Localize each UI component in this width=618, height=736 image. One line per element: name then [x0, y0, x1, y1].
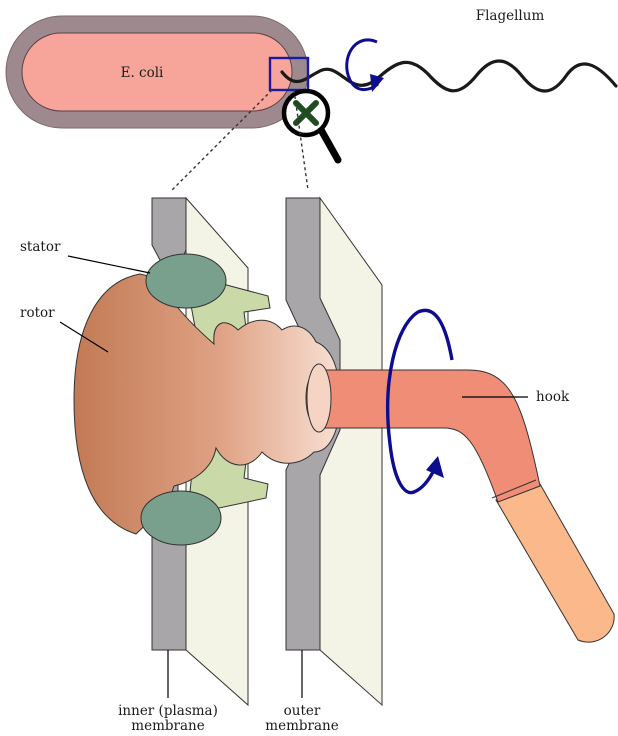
stator-lower [141, 491, 221, 545]
flagellum-label: Flagellum [476, 8, 545, 24]
outer-membrane-label-line1: outer [284, 703, 321, 719]
filament [496, 484, 614, 642]
magnifier-icon [284, 91, 338, 160]
stator-label: stator [20, 239, 61, 255]
ecoli-cell: E. coli [6, 16, 308, 128]
inner-membrane-label-line2: membrane [131, 718, 204, 734]
hook-label: hook [536, 389, 570, 405]
stator-pointer [68, 256, 150, 273]
outer-membrane-label-line2: membrane [265, 718, 338, 734]
rotor-label: rotor [20, 305, 55, 321]
flagellum-filament [282, 61, 616, 91]
inner-membrane-label-line1: inner (plasma) [118, 703, 218, 719]
rod-end [307, 364, 331, 432]
ecoli-label: E. coli [121, 65, 164, 81]
stator-upper [146, 254, 226, 308]
